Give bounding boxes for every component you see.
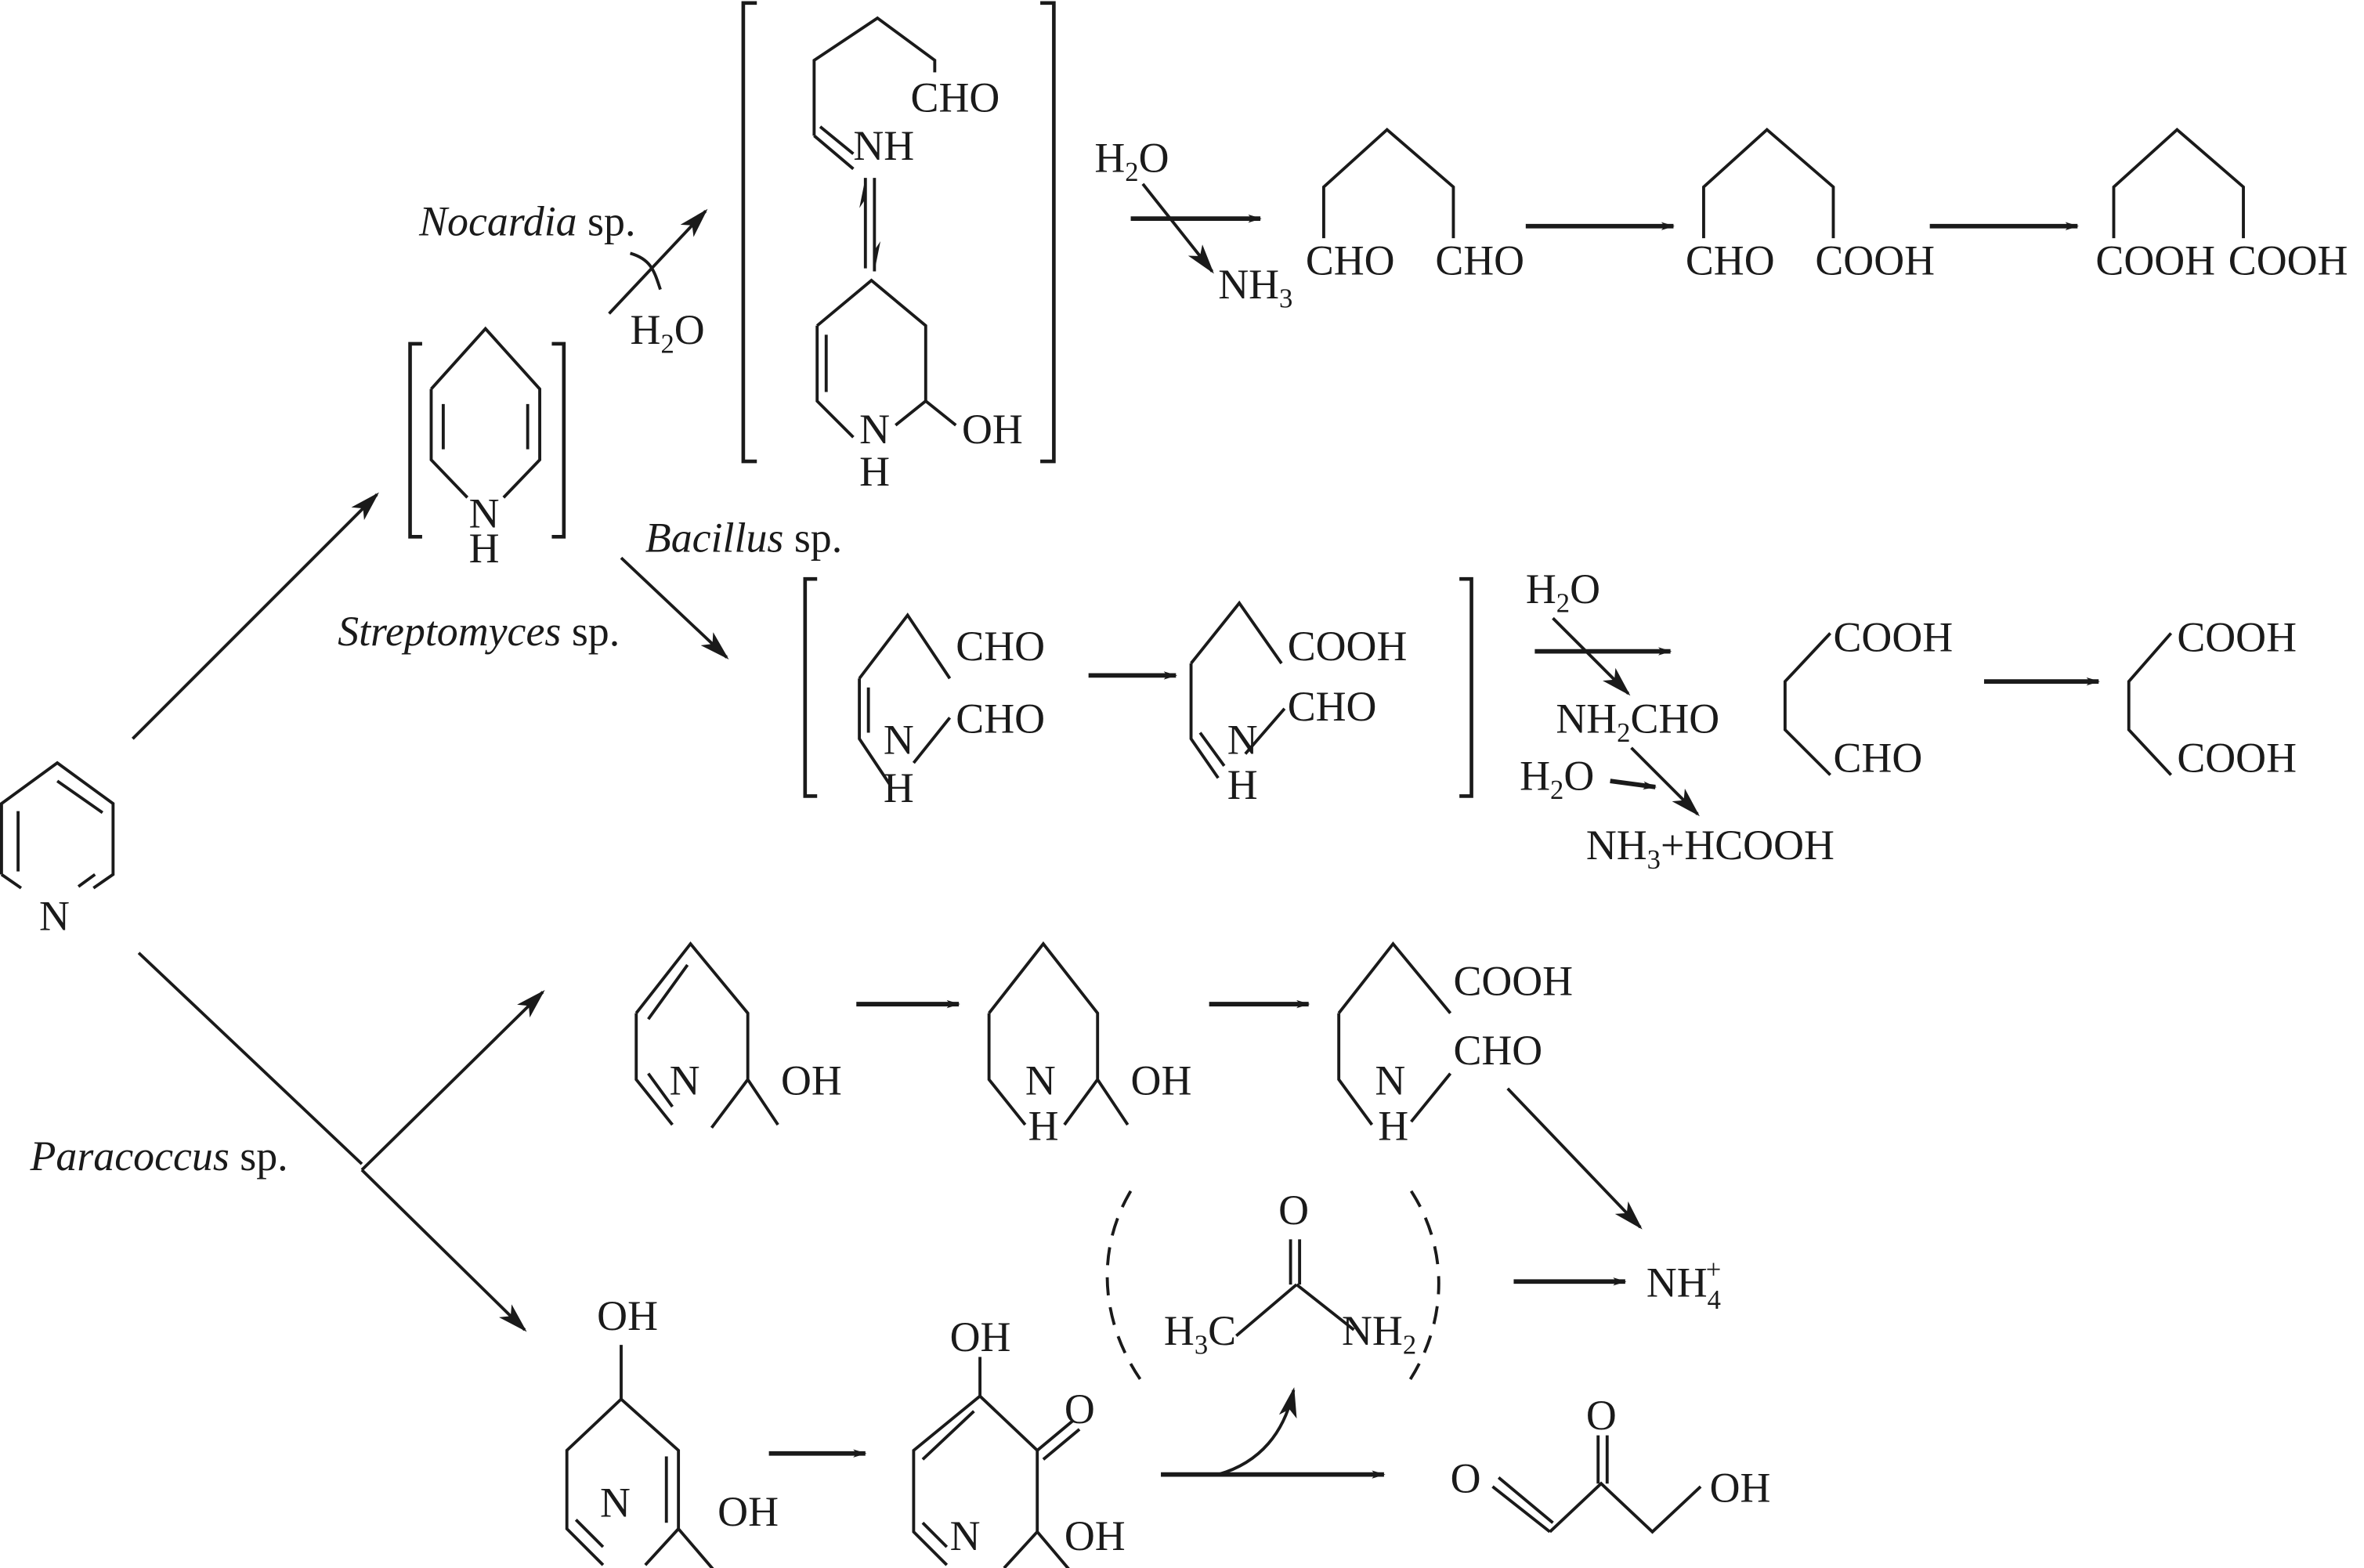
bacillus-hydrolysis-water: H2O	[1526, 565, 1600, 619]
arrow-bacillus	[620, 556, 729, 659]
semialdehyde-right: COOH	[1815, 237, 1935, 284]
ring-form-h: H	[859, 448, 890, 495]
semialdehyde-left: CHO	[1686, 237, 1775, 284]
arrow-ammonia-release	[1141, 182, 1214, 274]
int-b-n: N	[1227, 716, 1258, 763]
pa-step3-h: H	[1378, 1102, 1408, 1149]
pb-step2-n: N	[950, 1512, 981, 1559]
dihydropyridine-n: N	[469, 490, 500, 537]
acetamide-byproduct: O H3C NH2	[1105, 1187, 1440, 1389]
paracoccus-a-step1: N OH	[634, 941, 842, 1129]
nocardia-ammonia: NH3	[1218, 261, 1292, 314]
dihydropyridine-intermediate: N H	[408, 326, 566, 572]
acetamide-methyl: H3C	[1164, 1307, 1236, 1360]
arrow-paracoccus-lower	[360, 1169, 527, 1332]
succinic-acid: COOH COOH	[2127, 614, 2297, 782]
bacillus-bracket-intermediates: CHO CHO N H COOH CHO N H	[803, 576, 1473, 811]
int-a-cho-top: CHO	[956, 623, 1045, 670]
int-b-h: H	[1227, 761, 1258, 808]
pa-step2-n: N	[1025, 1057, 1056, 1104]
formamide: NH2CHO	[1556, 695, 1719, 749]
glutaric-acid-right: COOH	[2228, 237, 2348, 284]
bacillus-hydrolysis2-water: H2O	[1520, 753, 1594, 806]
nocardia-bracket-intermediates: CHO NH N H OH	[741, 1, 1056, 495]
label-paracoccus: Paracoccus sp.	[29, 1133, 287, 1180]
pa-step1-oh: OH	[781, 1057, 842, 1104]
arrow-nocardia	[608, 208, 708, 315]
final-o2: O	[1586, 1392, 1617, 1439]
arrow-paracoccus-trunk	[137, 952, 363, 1165]
dihydropyridine-h: H	[469, 525, 500, 572]
nocardia-hydrolysis-water: H2O	[1094, 134, 1169, 187]
pa-step3-cooh: COOH	[1453, 957, 1573, 1004]
sa-cooh-bottom: COOH	[2177, 735, 2297, 782]
pb-step2-keto: O	[1065, 1386, 1095, 1433]
glutaric-acid: COOH COOH	[2095, 127, 2348, 284]
arrow-to-ammonium	[1506, 1087, 1643, 1230]
arrow-acetamide-release	[1217, 1387, 1297, 1476]
arrow-to-dihydropyridine	[132, 492, 379, 740]
pa-step3-n: N	[1375, 1057, 1405, 1104]
arrow-formamide-release	[1552, 616, 1631, 696]
arrow-nocardia-water-curve	[629, 251, 662, 291]
int-b-cho: CHO	[1288, 683, 1377, 730]
paracoccus-a-step2: N H OH	[987, 941, 1192, 1149]
paracoccus-b-step1: OH N OH	[565, 1292, 779, 1568]
glutaraldehyde-right: CHO	[1435, 237, 1524, 284]
arrow-h2o-small	[1610, 779, 1657, 789]
paracoccus-b-step2: OH O N OH	[912, 1313, 1126, 1568]
acetamide-o: O	[1278, 1187, 1309, 1234]
glutaric-semialdehyde: CHO COOH	[1686, 127, 1935, 284]
arrow-formamide-hydrolysis	[1630, 746, 1700, 817]
glutaric-acid-left: COOH	[2095, 237, 2215, 284]
nocardia-water: H2O	[631, 306, 705, 359]
label-nocardia: Nocardia sp.	[418, 197, 635, 244]
pb-step1-n: N	[600, 1479, 631, 1526]
glutaraldehyde-left: CHO	[1306, 237, 1395, 284]
pa-step3-cho: CHO	[1453, 1027, 1542, 1074]
label-streptomyces: Streptomyces sp.	[338, 608, 620, 655]
ammonia-formic-acid: NH3+HCOOH	[1586, 822, 1834, 875]
ssa-cho: CHO	[1833, 735, 1922, 782]
open-form-cho: CHO	[911, 74, 1000, 121]
sa-cooh-top: COOH	[2177, 614, 2297, 661]
open-form-nh: NH	[853, 122, 914, 169]
arrow-paracoccus-upper	[360, 989, 545, 1172]
succinic-semialdehyde: COOH CHO	[1783, 614, 1953, 782]
pb-step1-oh: OH	[718, 1488, 779, 1535]
int-a-h: H	[884, 764, 914, 811]
pa-step1-n: N	[670, 1057, 700, 1104]
pb-step2-oh: OH	[1065, 1512, 1126, 1559]
pa-step2-h: H	[1028, 1102, 1059, 1149]
int-a-n: N	[884, 716, 914, 763]
glutaraldehyde: CHO CHO	[1306, 127, 1524, 284]
final-product: O O OH	[1451, 1392, 1771, 1534]
final-o1: O	[1451, 1455, 1481, 1502]
ring-form-n: N	[859, 406, 890, 453]
pb-step1-oh-top: OH	[597, 1292, 658, 1339]
ring-form-oh: OH	[962, 406, 1023, 453]
pb-step2-oh-top: OH	[950, 1313, 1011, 1360]
paracoccus-a-step3: COOH CHO N H	[1337, 941, 1573, 1149]
int-b-cooh: COOH	[1288, 623, 1408, 670]
pa-step2-oh: OH	[1131, 1057, 1192, 1104]
ssa-cooh: COOH	[1833, 614, 1953, 661]
pyridine-nitrogen: N	[39, 893, 70, 940]
ammonium: NH4+	[1646, 1255, 1721, 1315]
acetamide-amine: NH2	[1342, 1307, 1416, 1360]
int-a-cho-side: CHO	[956, 695, 1045, 742]
pyridine-molecule: N	[0, 761, 115, 940]
label-bacillus: Bacillus sp.	[645, 515, 842, 562]
final-oh: OH	[1710, 1464, 1771, 1511]
